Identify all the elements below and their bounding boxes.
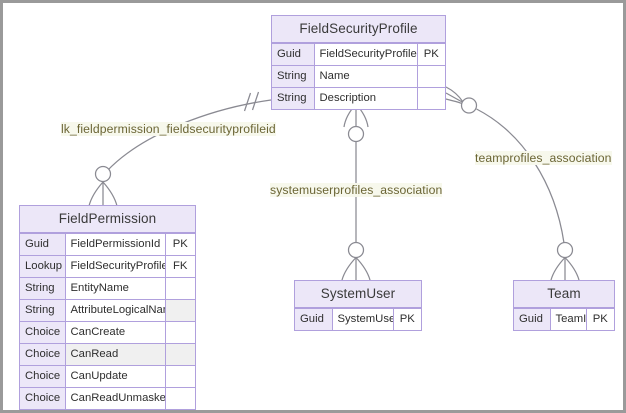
entity-system-user[interactable]: SystemUser Guid SystemUserId PK <box>294 280 422 331</box>
table-row[interactable]: Guid SystemUserId PK <box>295 308 421 330</box>
attribute-name: CanCreate <box>64 321 166 344</box>
attribute-type: String <box>20 277 66 300</box>
table-row[interactable]: Choice CanReadUnmasked <box>20 387 195 409</box>
attribute-type: Guid <box>295 308 333 330</box>
attribute-name: SystemUserId <box>331 308 394 330</box>
attribute-key <box>164 321 195 344</box>
table-row[interactable]: Choice CanRead <box>20 343 195 366</box>
attribute-name: AttributeLogicalName <box>64 299 166 322</box>
relationship-label-teamprofiles[interactable]: teamprofiles_association <box>475 151 612 165</box>
attribute-type: Choice <box>20 343 66 366</box>
table-row[interactable]: Guid FieldPermissionId PK <box>20 233 195 256</box>
attribute-key: PK <box>585 308 614 330</box>
attribute-type: Choice <box>20 387 66 409</box>
attribute-table: Guid TeamID PK <box>514 308 614 330</box>
attribute-key <box>164 387 195 409</box>
entity-field-permission[interactable]: FieldPermission Guid FieldPermissionId P… <box>19 205 196 410</box>
table-row[interactable]: String EntityName <box>20 277 195 300</box>
relationship-label-lk-fieldpermission[interactable]: lk_fieldpermission_fieldsecurityprofilei… <box>61 122 276 136</box>
entity-title: FieldPermission <box>20 206 195 233</box>
connector-teamprofiles <box>445 86 580 281</box>
attribute-type: String <box>20 299 66 322</box>
attribute-type: Choice <box>20 365 66 388</box>
attribute-key <box>164 299 195 322</box>
attribute-name: CanReadUnmasked <box>64 387 166 409</box>
entity-title: Team <box>514 281 614 308</box>
attribute-key: FK <box>164 255 195 278</box>
attribute-key <box>164 343 195 366</box>
attribute-type: String <box>272 65 315 88</box>
attribute-type: Choice <box>20 321 66 344</box>
attribute-table: Guid FieldPermissionId PK Lookup FieldSe… <box>20 233 195 409</box>
attribute-key: PK <box>416 43 445 66</box>
table-row[interactable]: Lookup FieldSecurityProfileId FK <box>20 255 195 278</box>
attribute-type: Guid <box>20 233 66 256</box>
attribute-name: CanUpdate <box>64 365 166 388</box>
attribute-table: Guid SystemUserId PK <box>295 308 421 330</box>
table-row[interactable]: String Description <box>272 87 445 109</box>
attribute-key <box>416 87 445 109</box>
entity-field-security-profile[interactable]: FieldSecurityProfile Guid FieldSecurityP… <box>271 15 446 110</box>
table-row[interactable]: Choice CanUpdate <box>20 365 195 388</box>
attribute-table: Guid FieldSecurityProfileId PK String Na… <box>272 43 445 109</box>
attribute-name: CanRead <box>64 343 166 366</box>
attribute-name: FieldSecurityProfileId <box>64 255 166 278</box>
table-row[interactable]: String AttributeLogicalName <box>20 299 195 322</box>
attribute-key <box>416 65 445 88</box>
entity-team[interactable]: Team Guid TeamID PK <box>513 280 615 331</box>
attribute-name: FieldPermissionId <box>64 233 166 256</box>
relationship-label-systemuserprofiles[interactable]: systemuserprofiles_association <box>270 183 443 197</box>
attribute-type: Guid <box>272 43 315 66</box>
table-row[interactable]: Guid TeamID PK <box>514 308 614 330</box>
attribute-name: Description <box>313 87 418 109</box>
attribute-type: Lookup <box>20 255 66 278</box>
attribute-key: PK <box>392 308 421 330</box>
entity-title: SystemUser <box>295 281 421 308</box>
attribute-name: FieldSecurityProfileId <box>313 43 418 66</box>
table-row[interactable]: String Name <box>272 65 445 88</box>
attribute-type: Guid <box>514 308 551 330</box>
connector-lk-fieldpermission <box>88 91 272 207</box>
attribute-name: EntityName <box>64 277 166 300</box>
attribute-name: Name <box>313 65 418 88</box>
attribute-key <box>164 365 195 388</box>
attribute-type: String <box>272 87 315 109</box>
entity-title: FieldSecurityProfile <box>272 16 445 43</box>
attribute-key <box>164 277 195 300</box>
attribute-name: TeamID <box>549 308 587 330</box>
table-row[interactable]: Guid FieldSecurityProfileId PK <box>272 43 445 66</box>
attribute-key: PK <box>164 233 195 256</box>
table-row[interactable]: Choice CanCreate <box>20 321 195 344</box>
